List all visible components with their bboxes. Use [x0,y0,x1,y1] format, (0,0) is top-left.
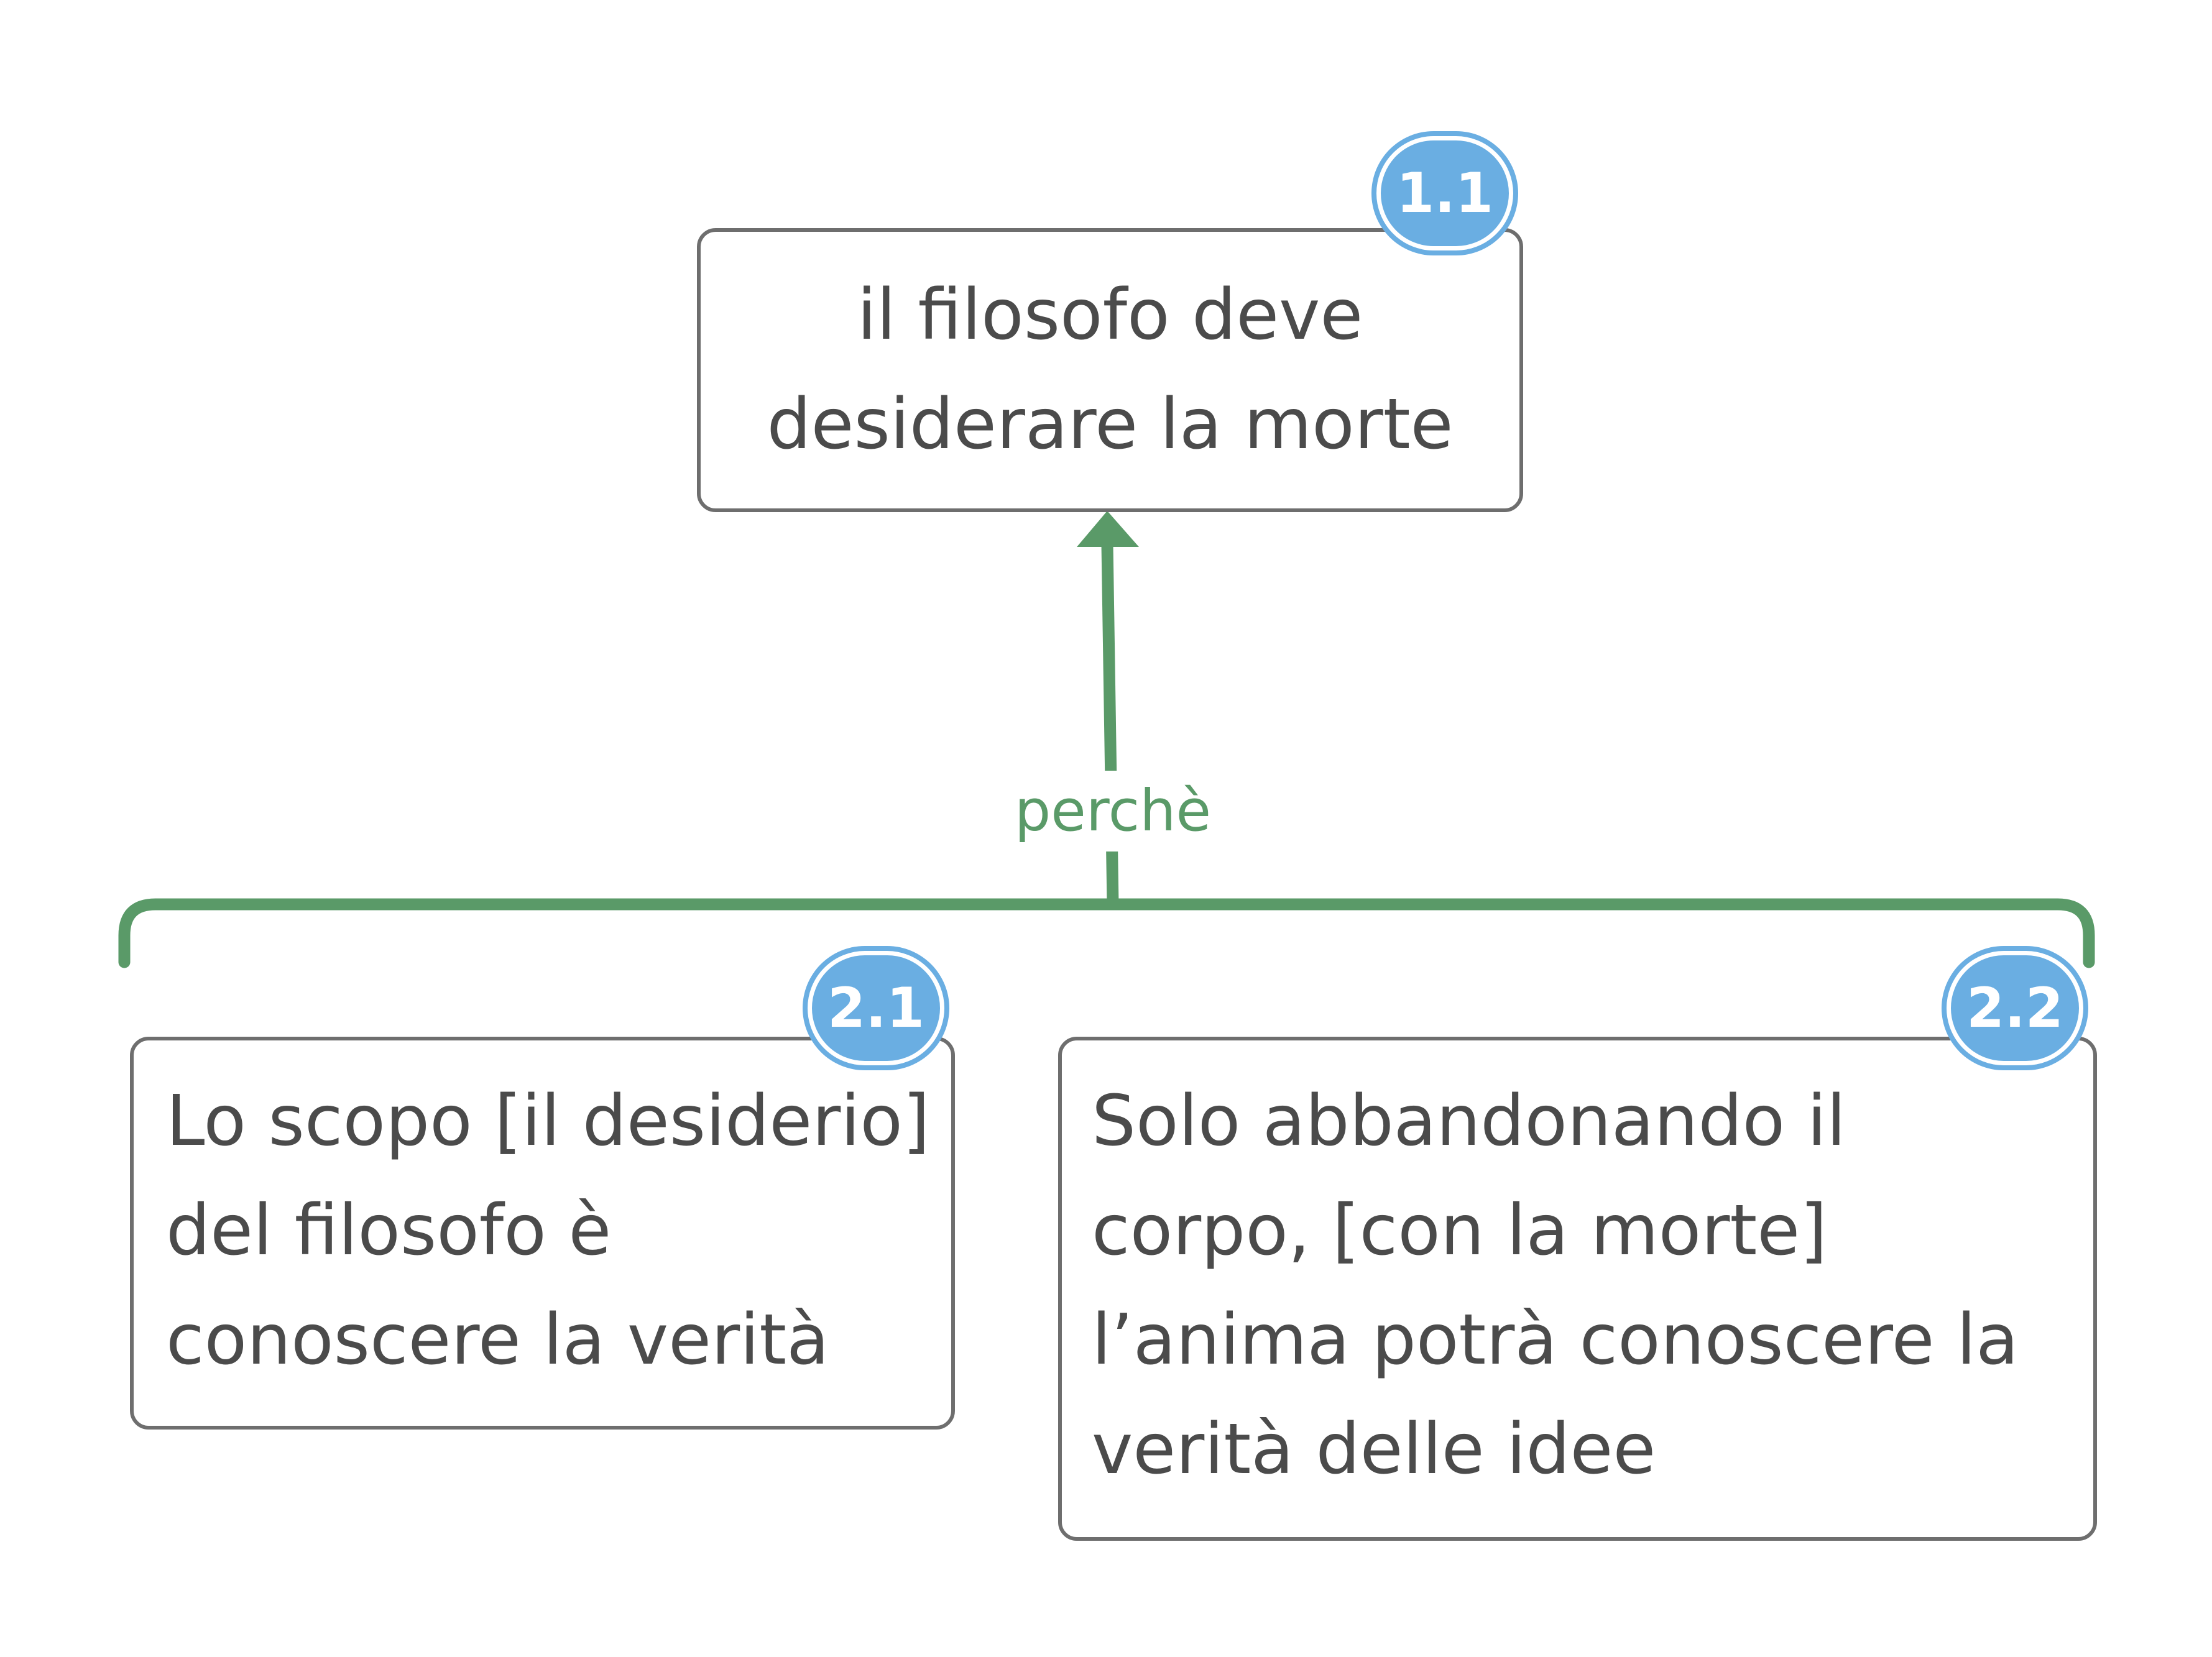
reason-1-number-badge: 2.1 [808,951,944,1065]
claim-number-badge: 1.1 [1376,136,1513,250]
reason-1-text: Lo scopo [il desiderio] del filosofo è c… [166,1081,930,1380]
bracket-line [118,898,2095,968]
claim-text: il filosofo deve desiderare la morte [767,275,1454,465]
reason-2-number-badge: 2.2 [1947,951,2083,1065]
reason-2-text: Solo abbandonando il corpo, [con la mort… [1092,1081,2019,1490]
claim-node[interactable]: il filosofo deve desiderare la morte [697,228,1523,512]
reason-node-1[interactable]: Lo scopo [il desiderio] del filosofo è c… [130,1037,955,1430]
reason-node-2[interactable]: Solo abbandonando il corpo, [con la mort… [1058,1037,2097,1541]
link-label: perchè [988,771,1237,851]
arrowhead-icon [1077,511,1139,547]
